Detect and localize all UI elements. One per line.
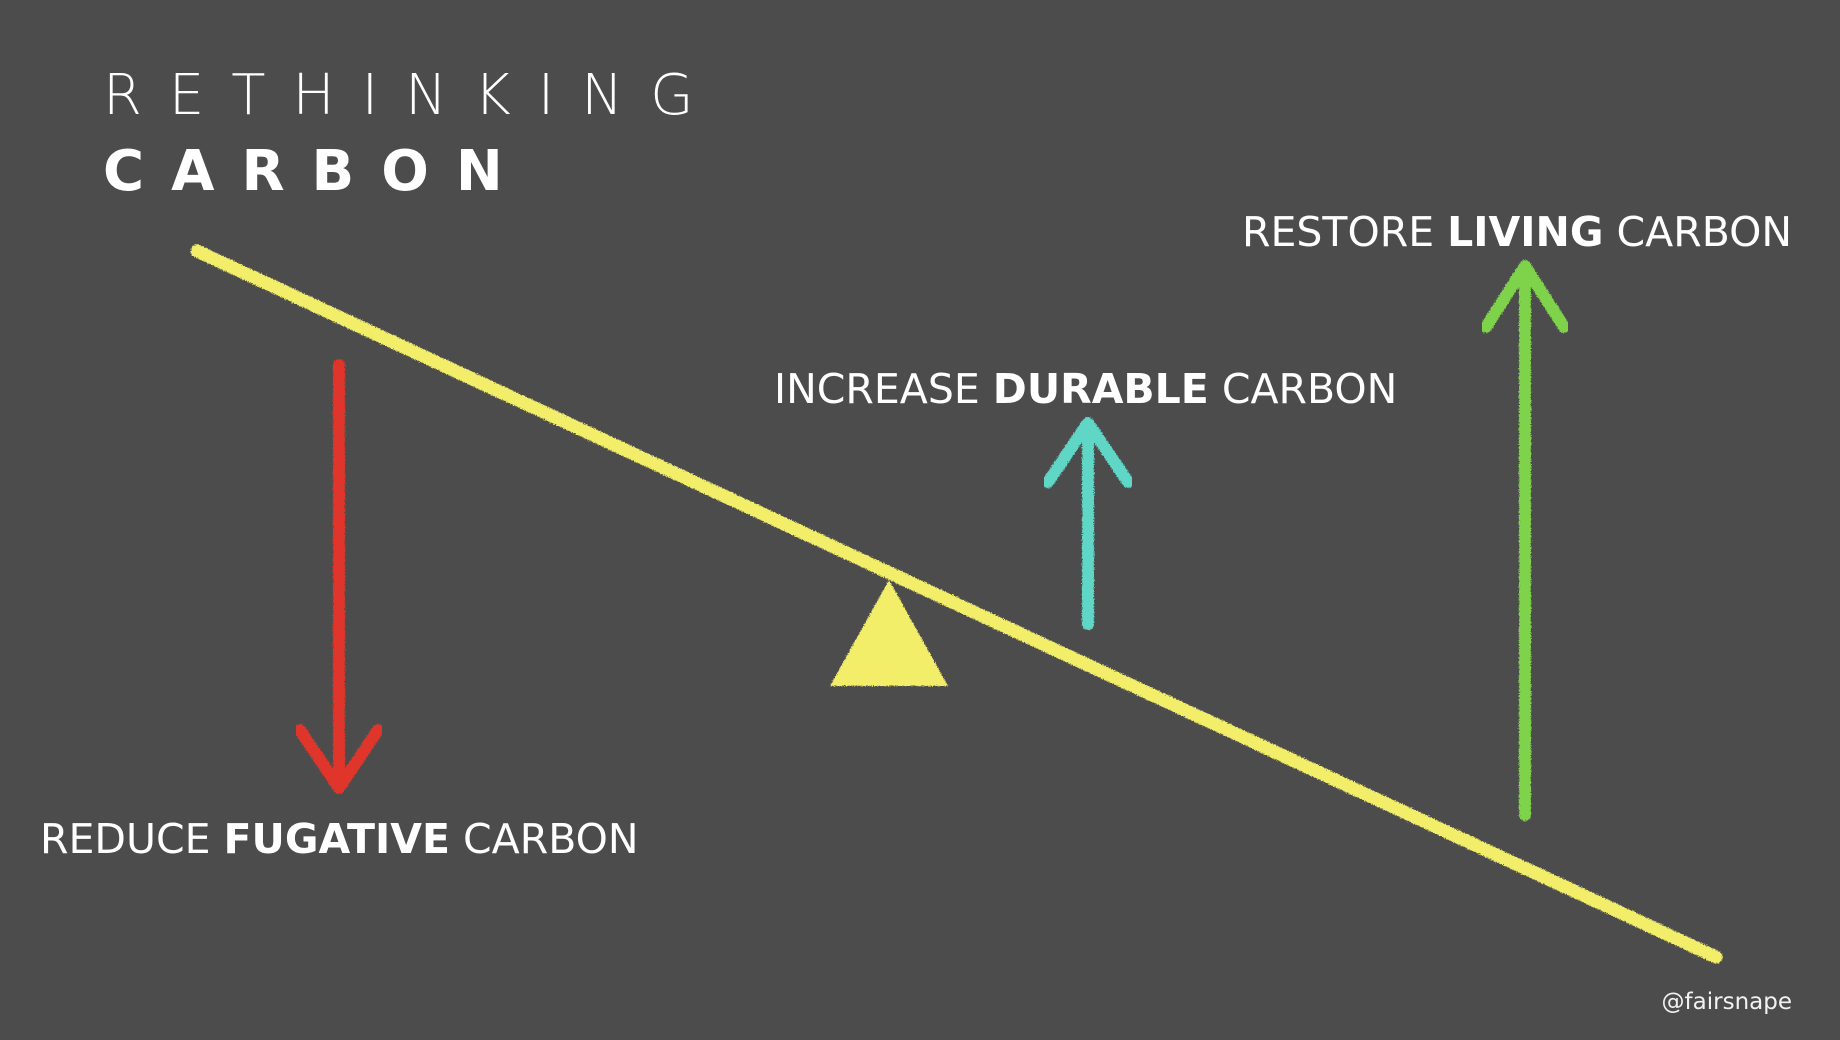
- restore-label-prefix: RESTORE: [1242, 208, 1448, 256]
- increase-label-emphasis: DURABLE: [992, 365, 1209, 413]
- title-line-1: RETHINKING: [103, 63, 721, 128]
- increase-arrow: [1042, 417, 1134, 630]
- restore-living-carbon-label: RESTORE LIVING CARBON: [1242, 212, 1792, 253]
- reduce-label-prefix: REDUCE: [40, 815, 224, 863]
- reduce-label-emphasis: FUGATIVE: [223, 815, 451, 863]
- author-credit: @fairsnape: [1661, 989, 1792, 1015]
- fulcrum-triangle: [830, 580, 948, 686]
- restore-arrow: [1480, 260, 1570, 821]
- reduce-fugative-carbon-label: REDUCE FUGATIVE CARBON: [40, 819, 639, 860]
- restore-label-emphasis: LIVING: [1447, 208, 1604, 256]
- seesaw-beam: [190, 244, 1723, 964]
- increase-durable-carbon-label: INCREASE DURABLE CARBON: [774, 369, 1397, 410]
- reduce-arrow: [294, 359, 384, 794]
- restore-label-suffix: CARBON: [1603, 208, 1793, 256]
- reduce-label-suffix: CARBON: [450, 815, 639, 863]
- title-line-2: CARBON: [103, 139, 530, 204]
- increase-label-prefix: INCREASE: [774, 365, 993, 413]
- increase-label-suffix: CARBON: [1208, 365, 1398, 413]
